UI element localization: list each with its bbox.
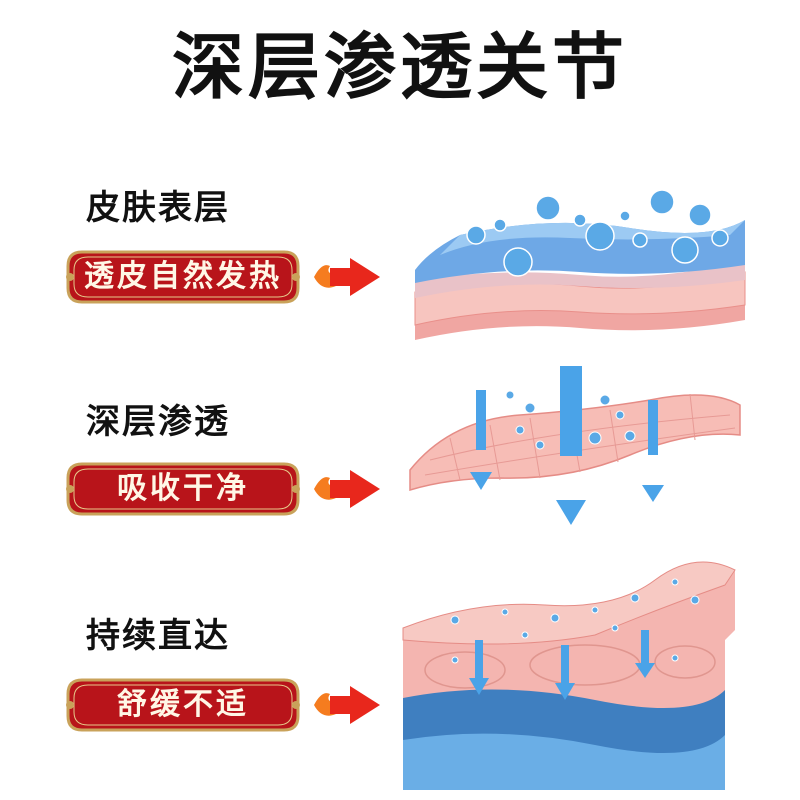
flame-arrow-icon [312,252,382,302]
badge-label-2: 吸收干净 [117,471,249,506]
skin-surface-diagram [400,180,760,350]
row-heading-2: 深层渗透 [86,402,230,442]
deep-tissue-diagram [395,540,755,795]
badge-3: 舒缓不适 [64,676,302,734]
badge-2: 吸收干净 [64,460,302,518]
badge-label-3: 舒缓不适 [117,687,249,722]
badge-label-1: 透皮自然发热 [84,259,282,294]
row-heading-3: 持续直达 [86,616,230,656]
flame-arrow-icon [312,680,382,730]
page-title: 深层渗透关节 [171,25,628,109]
penetration-diagram [390,360,760,535]
badge-1: 透皮自然发热 [64,248,302,306]
flame-arrow-icon [312,464,382,514]
row-heading-1: 皮肤表层 [86,188,230,228]
